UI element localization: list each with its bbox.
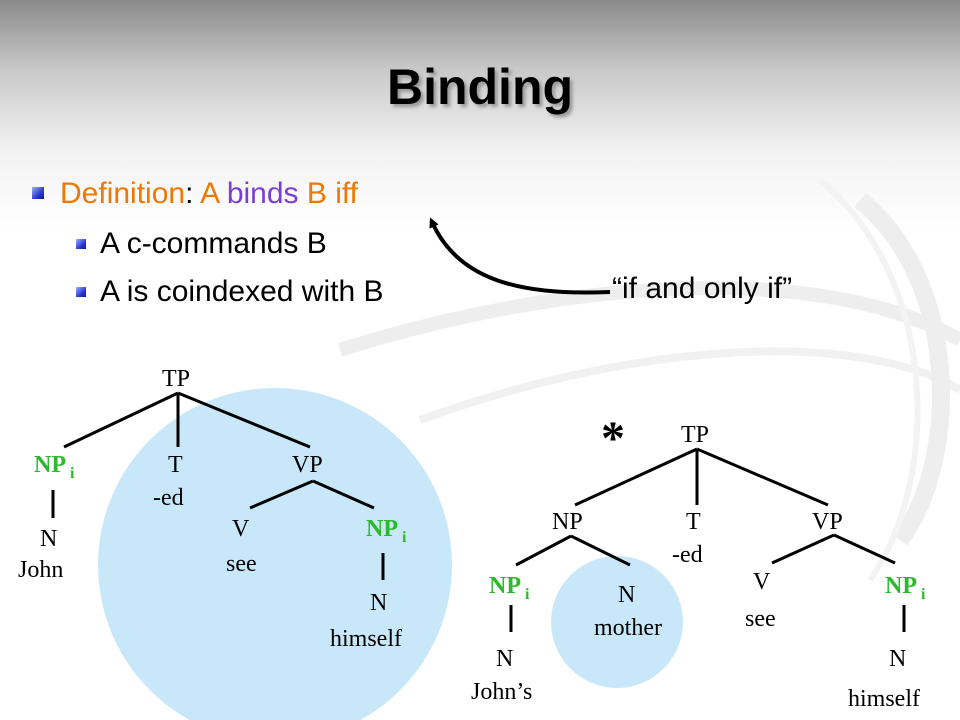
right-n-object-label: N — [889, 646, 906, 672]
iff-note: “if and only if” — [612, 272, 793, 305]
left-t-label: T — [168, 452, 183, 478]
bullet-square-icon — [76, 239, 86, 249]
bullet-square-icon — [76, 287, 86, 297]
definition-rest: B iff — [306, 177, 359, 210]
condition-bullet-coindexed: A is coindexed with B — [76, 274, 384, 310]
right-n-possessor-label: N — [496, 646, 513, 672]
bullet-square-icon — [32, 187, 44, 199]
right-t-label: T — [686, 509, 701, 535]
definition-binds: binds — [226, 177, 299, 210]
left-ed-label: -ed — [153, 485, 184, 511]
left-n-subject-label: N — [40, 526, 57, 552]
right-ed-label: -ed — [672, 542, 703, 568]
right-tree-branches — [509, 447, 906, 632]
right-v-label: V — [753, 569, 771, 595]
left-n-object-label: N — [370, 590, 387, 616]
left-v-label: V — [232, 516, 250, 542]
right-ccommand-bubble — [551, 556, 683, 688]
left-himself-label: himself — [330, 626, 402, 652]
left-see-label: see — [226, 551, 257, 577]
definition-colon: : — [185, 177, 194, 210]
right-himself-label: himself — [848, 686, 920, 712]
condition-text: A is coindexed with B — [100, 275, 384, 308]
right-tp-label: TP — [681, 422, 709, 448]
right-np-label: NP — [552, 509, 583, 535]
condition-text: A c-commands B — [100, 227, 327, 260]
slide-title: Binding — [386, 59, 574, 115]
left-vp-label: VP — [292, 452, 323, 478]
definition-bullet: Definition: A binds B iff — [32, 176, 358, 212]
condition-bullet-ccommand: A c-commands B — [76, 226, 327, 262]
right-n-head-label: N — [618, 582, 635, 608]
left-tp-label: TP — [162, 366, 190, 392]
right-see-label: see — [745, 606, 776, 632]
definition-label: Definition — [60, 177, 186, 210]
ungrammatical-star: * — [601, 412, 625, 465]
definition-a: A — [200, 177, 219, 210]
iff-arrow — [429, 217, 611, 295]
left-tree-branches — [51, 391, 385, 580]
right-mother-label: mother — [594, 615, 662, 641]
right-johns-label: John’s — [471, 679, 532, 705]
left-ccommand-bubble — [98, 388, 452, 720]
right-vp-label: VP — [812, 509, 843, 535]
left-john-label: John — [18, 557, 63, 583]
